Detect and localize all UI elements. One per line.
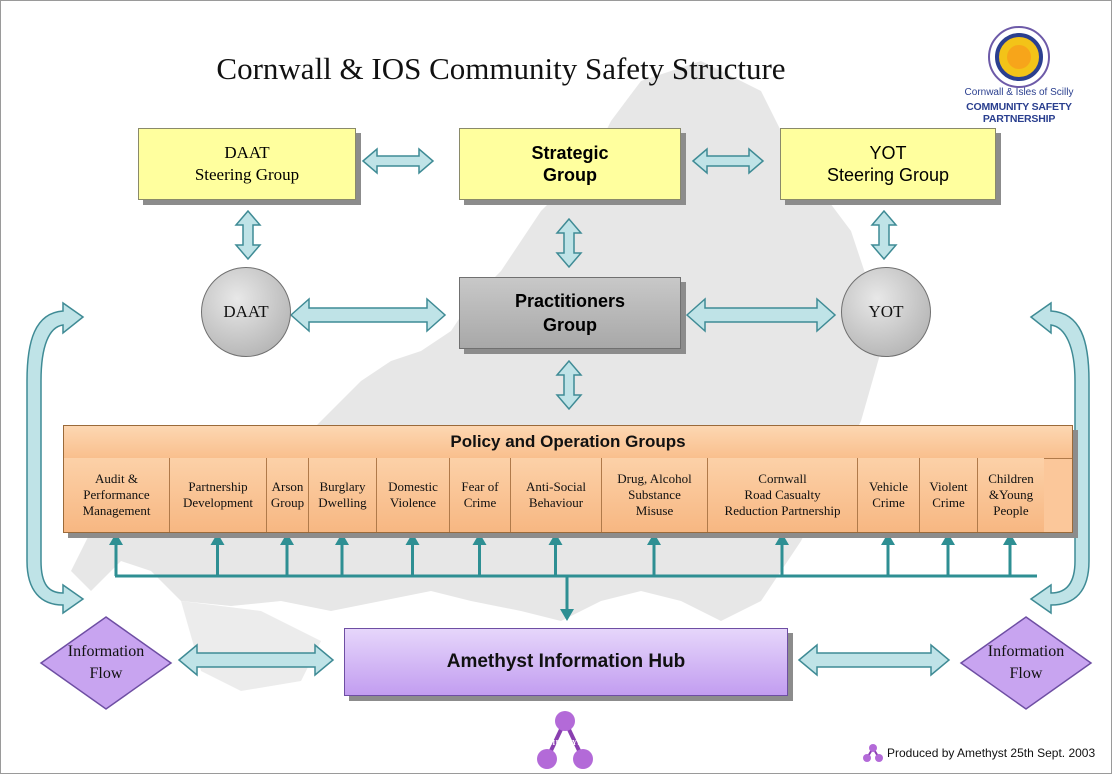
practitioners-line1: Practitioners [514,291,626,311]
csp-logo-line2: COMMUNITY SAFETY PARTNERSHIP [966,101,1072,125]
arrow-strategic-yot [692,148,764,174]
info-flow-right-label: Information Flow [987,643,1065,682]
info-flow-left-label: Information Flow [67,643,145,682]
daat-steering-line1: DAAT [224,143,270,162]
policy-group-5: Fear of Crime [450,458,511,532]
policy-group-1: Partnership Development [170,458,267,532]
connector-arrowhead-7 [647,533,661,545]
connector-arrowhead-9 [881,533,895,545]
curved-arrow-left [26,301,85,615]
arrow-practitioners-yot [685,297,837,333]
policy-group-0: Audit & Performance Management [64,458,170,532]
connector-arrowhead-3 [335,533,349,545]
policy-group-8: Cornwall Road Casualty Reduction Partner… [708,458,858,532]
arrow-daat-steering-daat [235,210,261,260]
daat-circle: DAAT [201,267,291,357]
csp-logo-line1: Cornwall & Isles of Scilly [964,87,1074,98]
arrow-daat-strategic [362,148,434,174]
strategic-group-box: Strategic Group [459,128,681,200]
strategic-line1: Strategic [531,143,609,163]
practitioners-group-box: Practitioners Group [459,277,681,349]
connector-arrowhead-0 [109,533,123,545]
connector-arrowhead-5 [472,533,487,545]
arrow-daat-practitioners [289,297,447,333]
connector-arrowhead-2 [280,533,294,545]
connector-arrowhead-4 [405,533,420,545]
page-title: Cornwall & IOS Community Safety Structur… [216,51,786,86]
footer-credit: Produced by Amethyst 25th Sept. 2003 [887,746,1096,760]
connector-arrowhead-10 [941,533,955,545]
policy-group-2: Arson Group [267,458,309,532]
policy-operation-groups: Policy and Operation Groups Audit & Perf… [63,425,1073,533]
policy-group-6: Anti-Social Behaviour [511,458,602,532]
connector-arrowhead-8 [775,533,789,545]
connector-arrowhead-11 [1003,533,1017,545]
csp-logo: Cornwall & Isles of Scilly COMMUNITY SAF… [959,21,1079,131]
policy-group-10: Violent Crime [920,458,978,532]
connector-arrowhead-6 [548,533,563,545]
amethyst-logo-text: AMETHYST [542,739,588,747]
arrow-yot-steering-yot [871,210,897,260]
arrow-hub-infoflow-right [797,643,951,677]
arrow-infoflow-left-hub [177,643,335,677]
yot-steering-line2: Steering Group [826,165,950,185]
yot-steering-line1: YOT [869,143,907,163]
policy-connector-bus [109,533,1037,621]
policy-group-7: Drug, Alcohol Substance Misuse [602,458,708,532]
amethyst-information-hub: Amethyst Information Hub [344,628,788,696]
connector-arrowhead-1 [210,533,225,545]
arrow-strategic-practitioners [556,218,582,268]
policy-group-3: Burglary Dwelling [309,458,377,532]
amethyst-small-icon [863,744,883,762]
amethyst-molecule-icon [537,711,593,769]
daat-steering-group-box: DAAT Steering Group [138,128,356,200]
policy-group-9: Vehicle Crime [858,458,920,532]
practitioners-line2: Group [543,315,597,335]
csp-badge-icon [988,26,1050,88]
yot-circle: YOT [841,267,931,357]
yot-steering-group-box: YOT Steering Group [780,128,996,200]
policy-group-11: Children &Young People [978,458,1044,532]
arrow-practitioners-policy [556,360,582,410]
info-flow-right-diamond [959,616,1093,710]
strategic-line2: Group [543,165,597,185]
daat-steering-line2: Steering Group [194,165,300,184]
policy-header: Policy and Operation Groups [64,426,1072,459]
curved-arrow-right [1029,301,1090,615]
policy-group-4: Domestic Violence [377,458,450,532]
info-flow-left-diamond [39,616,173,710]
